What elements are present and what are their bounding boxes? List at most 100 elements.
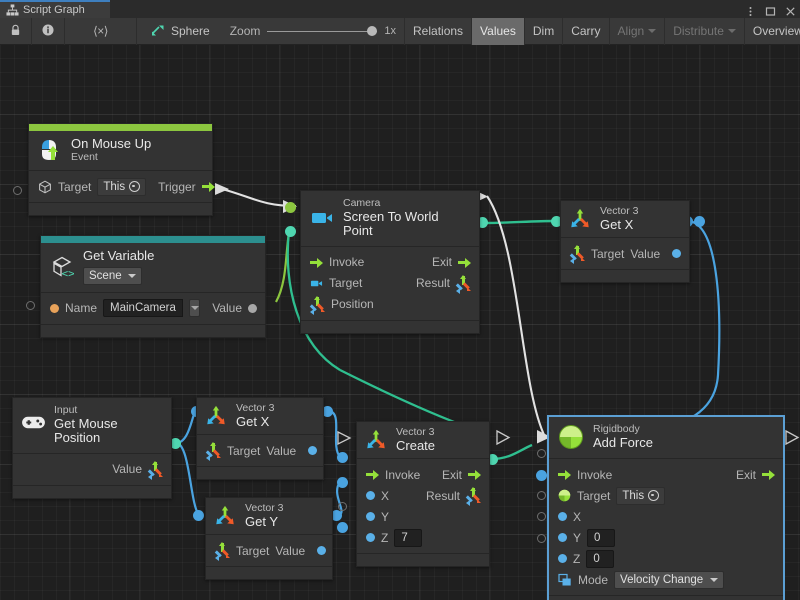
toolbar-button-dim[interactable]: Dim [525, 17, 564, 45]
flow-arrow-icon[interactable] [458, 257, 471, 268]
kebab-menu-icon[interactable] [745, 4, 756, 16]
node-row-target[interactable]: Target Value [197, 440, 323, 462]
node-get-variable[interactable]: <> Get Variable Scene Name MainCamera [40, 235, 266, 338]
port-connected[interactable] [551, 216, 562, 227]
node-camera-screen-to-world-point[interactable]: Camera Screen To World Point Invoke Exit [300, 190, 480, 334]
zoom-slider-knob[interactable] [367, 26, 378, 36]
graph-object[interactable]: Sphere [137, 18, 222, 45]
node-row-z[interactable]: Z 7 [357, 527, 489, 548]
toolbar-button-values[interactable]: Values [472, 17, 525, 45]
node-row-position[interactable]: Position [301, 294, 479, 315]
flow-arrow-icon[interactable] [762, 469, 775, 481]
port-connected[interactable] [477, 217, 488, 228]
target-selector[interactable]: This [616, 486, 666, 505]
target-picker-icon[interactable] [129, 181, 141, 193]
unconnected-port[interactable] [537, 534, 546, 543]
unconnected-port[interactable] [13, 186, 22, 195]
toolbar-button-relations[interactable]: Relations [404, 17, 473, 45]
target-selector[interactable]: This [97, 177, 147, 196]
port-dot-z[interactable] [558, 554, 567, 564]
node-row-x[interactable]: X Result [357, 485, 489, 507]
node-vector3-get-x-top[interactable]: Vector 3 Get X Target Value [560, 200, 690, 284]
node-row-name[interactable]: Name MainCamera Value [41, 298, 265, 319]
unconnected-port[interactable] [537, 449, 546, 458]
port-dot-value[interactable] [308, 446, 318, 456]
node-row-mode[interactable]: Mode Velocity Change [549, 569, 783, 590]
y-value-input[interactable]: 0 [587, 528, 616, 547]
node-row-target[interactable]: Target This [549, 485, 783, 506]
z-value-input[interactable]: 0 [586, 549, 615, 568]
vector3-icon[interactable] [456, 274, 471, 294]
unconnected-port[interactable] [26, 301, 35, 310]
node-vector3-create[interactable]: Vector 3 Create Invoke Exit X Result [356, 421, 490, 568]
node-row-target[interactable]: Target Value [561, 243, 689, 265]
port-connected[interactable] [285, 202, 296, 213]
node-row-target[interactable]: Target Value [206, 540, 332, 562]
port-dot-z[interactable] [366, 533, 375, 543]
zoom-control[interactable]: Zoom 1x [222, 18, 404, 45]
port-connected[interactable] [487, 454, 498, 465]
port-dot-y[interactable] [366, 512, 375, 522]
node-row-z[interactable]: Z 0 [549, 548, 783, 569]
flow-arrow-icon[interactable] [558, 469, 571, 481]
port-connected[interactable] [337, 452, 348, 463]
unconnected-port[interactable] [537, 512, 546, 521]
flow-arrow-icon[interactable] [366, 469, 379, 481]
variable-name-input[interactable]: MainCamera [103, 299, 183, 318]
port-dot-y[interactable] [558, 533, 567, 543]
port-dot-x[interactable] [366, 491, 375, 501]
vector3-icon[interactable] [570, 245, 585, 265]
node-input-get-mouse-position[interactable]: Input Get Mouse Position Value [12, 397, 172, 499]
lock-button[interactable] [0, 17, 32, 45]
variable-name-dropdown-button[interactable] [188, 299, 201, 318]
port-connected[interactable] [337, 477, 348, 488]
vector3-icon[interactable] [466, 487, 481, 507]
node-rigidbody-add-force[interactable]: Rigidbody Add Force Invoke Exit [548, 416, 784, 600]
node-row-y[interactable]: Y [357, 506, 489, 527]
variable-scope-dropdown[interactable]: Scene [83, 266, 142, 285]
port-dot-value[interactable] [317, 546, 327, 556]
vector3-icon[interactable] [310, 295, 325, 315]
node-on-mouse-up[interactable]: On Mouse Up Event Target This Trigger [28, 123, 215, 217]
tab-script-graph[interactable]: Script Graph [0, 0, 110, 18]
port-connected[interactable] [193, 510, 204, 521]
node-vector3-get-x[interactable]: Vector 3 Get X Target Value [196, 397, 324, 481]
unconnected-port[interactable] [338, 502, 347, 511]
vector3-icon[interactable] [215, 542, 230, 562]
vector3-icon[interactable] [206, 442, 221, 462]
node-row-target[interactable]: Target This Trigger [29, 176, 215, 197]
port-dot-value[interactable] [248, 303, 257, 313]
port-connected[interactable] [337, 522, 348, 533]
flow-arrow-icon[interactable] [468, 469, 481, 481]
port-dot-x[interactable] [558, 512, 567, 522]
target-picker-icon[interactable] [648, 490, 660, 502]
port-connected[interactable] [536, 470, 547, 481]
unconnected-port[interactable] [537, 491, 546, 500]
node-row-x[interactable]: X [549, 506, 783, 527]
port-connected[interactable] [331, 510, 342, 521]
flow-arrow-icon[interactable] [201, 181, 215, 193]
info-button[interactable] [32, 17, 65, 45]
port-connected[interactable] [285, 226, 296, 237]
port-connected[interactable] [322, 406, 333, 417]
vector3-icon[interactable] [148, 460, 163, 480]
node-row-y[interactable]: Y 0 [549, 527, 783, 548]
port-dot-value[interactable] [672, 249, 682, 259]
toolbar-button-align[interactable]: Align [610, 17, 666, 45]
z-value-input[interactable]: 7 [394, 528, 423, 547]
port-connected[interactable] [694, 216, 705, 227]
code-view-button[interactable]: ⟨×⟩ [65, 17, 137, 45]
toolbar-button-distribute[interactable]: Distribute [665, 17, 745, 45]
toolbar-button-overview[interactable]: Overview [745, 18, 800, 45]
node-row-value[interactable]: Value [13, 459, 171, 480]
node-row-invoke[interactable]: Invoke Exit [357, 464, 489, 485]
node-row-target[interactable]: Target Result [301, 273, 479, 294]
flow-arrow-icon[interactable] [310, 257, 323, 268]
node-row-invoke[interactable]: Invoke Exit [301, 252, 479, 273]
node-row-invoke[interactable]: Invoke Exit [549, 464, 783, 485]
toolbar-button-carry[interactable]: Carry [563, 17, 610, 45]
port-connected[interactable] [170, 438, 181, 449]
node-vector3-get-y[interactable]: Vector 3 Get Y Target Value [205, 497, 333, 581]
zoom-slider[interactable] [267, 26, 378, 36]
port-dot-name[interactable] [50, 303, 59, 313]
